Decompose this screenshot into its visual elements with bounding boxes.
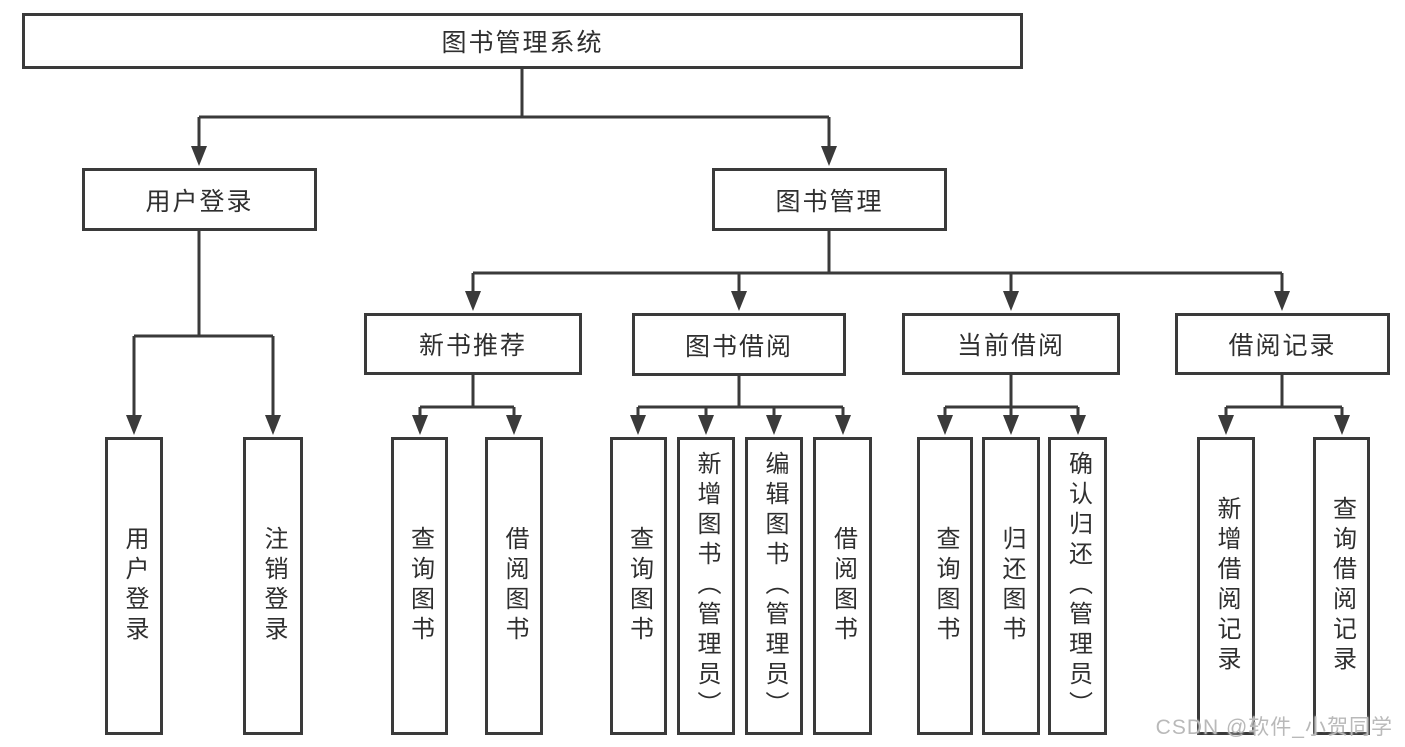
leaf-logout: 注销登录 (243, 437, 303, 735)
leaf-confirm-return-admin: 确认归还（管理员） (1048, 437, 1107, 735)
connector-book-management-children (465, 231, 1290, 311)
leaf-current-query-books: 查询图书 (917, 437, 973, 735)
node-root-library-system: 图书管理系统 (22, 13, 1023, 69)
connector-new-book-recommend-children (412, 375, 522, 435)
connector-book-borrow-children (630, 375, 851, 435)
connector-user-login-children (126, 231, 281, 435)
leaf-return-books: 归还图书 (982, 437, 1040, 735)
leaf-recommend-query-books: 查询图书 (391, 437, 448, 735)
leaf-user-login: 用户登录 (105, 437, 163, 735)
node-borrow-records: 借阅记录 (1175, 313, 1390, 375)
leaf-recommend-borrow-books: 借阅图书 (485, 437, 543, 735)
leaf-edit-books-admin: 编辑图书（管理员） (745, 437, 803, 735)
connector-root-to-level2 (191, 69, 837, 166)
connector-borrow-records-children (1218, 375, 1350, 435)
node-new-book-recommend: 新书推荐 (364, 313, 582, 375)
node-book-borrow: 图书借阅 (632, 313, 846, 376)
node-book-management: 图书管理 (712, 168, 947, 231)
node-current-borrow: 当前借阅 (902, 313, 1120, 375)
leaf-add-books-admin: 新增图书（管理员） (677, 437, 735, 735)
connector-current-borrow-children (937, 375, 1086, 435)
leaf-borrow-books: 借阅图书 (813, 437, 872, 735)
node-user-login: 用户登录 (82, 168, 317, 231)
leaf-borrow-query-books: 查询图书 (610, 437, 667, 735)
csdn-watermark: CSDN @软件_小贺同学 (1155, 716, 1393, 739)
leaf-add-borrow-record: 新增借阅记录 (1197, 437, 1255, 735)
leaf-query-borrow-record: 查询借阅记录 (1313, 437, 1370, 735)
